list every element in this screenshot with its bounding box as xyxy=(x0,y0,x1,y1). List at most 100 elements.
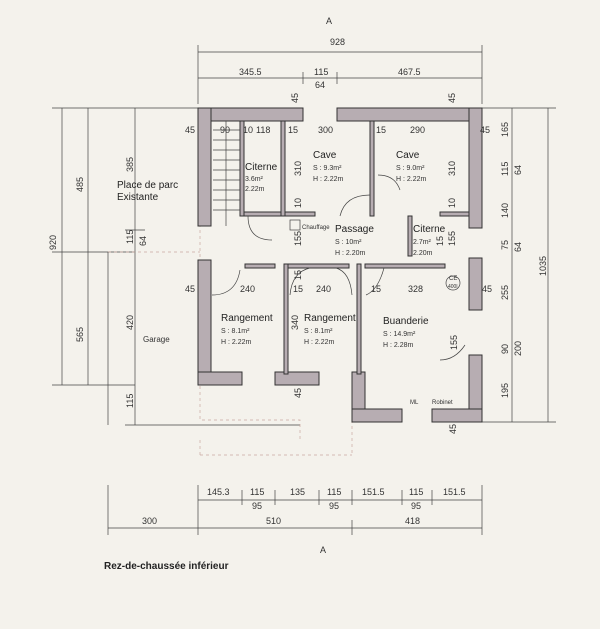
room-rangement-mid-area: S : 8.1m² xyxy=(304,328,333,335)
dim-bottom-seg-3: 135 xyxy=(290,487,305,497)
dim-row2-15b: 15 xyxy=(371,284,381,294)
garage-label: Garage xyxy=(143,335,170,344)
chauffage-label: Chauffage xyxy=(302,225,330,231)
dim-right-255: 255 xyxy=(500,285,510,300)
room-citerne-right-height: 2.20m xyxy=(413,250,433,257)
walls xyxy=(197,107,483,423)
dim-155c: 155 xyxy=(449,335,459,350)
dim-bottom-total-2: 510 xyxy=(266,516,281,526)
bottom-dimensions: 145.3 115 135 115 151.5 115 151.5 95 95 … xyxy=(107,485,483,535)
dim-left-565: 565 xyxy=(75,327,85,342)
dim-bottom-sub-2: 95 xyxy=(329,501,339,511)
dim-right-total: 1035 xyxy=(538,256,548,276)
room-buanderie-height: H : 2.28m xyxy=(383,342,414,349)
dim-right-195: 195 xyxy=(500,383,510,398)
room-citerne-right-name: Citerne xyxy=(413,224,446,235)
parc-label-line2: Existante xyxy=(117,192,159,203)
dim-row1-90: 90 xyxy=(220,125,230,135)
dim-bottom-seg-2: 115 xyxy=(250,487,264,497)
dim-155b: 155 xyxy=(447,231,457,246)
interior-dimensions: 45 90 10 118 15 300 15 290 45 45 45 45 2… xyxy=(185,93,492,434)
dim-bottom-total-1: 300 xyxy=(142,516,157,526)
room-passage-area: S : 10m² xyxy=(335,239,362,246)
plan-title: Rez-de-chaussée inférieur xyxy=(104,561,229,572)
dim-bottom-seg-6: 115 xyxy=(409,487,423,497)
dim-row2-328: 328 xyxy=(408,284,423,294)
dim-bottom-seg-5: 151.5 xyxy=(362,487,385,497)
dim-bottom-seg-4: 115 xyxy=(327,487,341,497)
dim-wall-45-left2: 45 xyxy=(185,284,195,294)
ml-label: ML xyxy=(410,400,419,406)
room-rangement-left-height: H : 2.22m xyxy=(221,339,252,346)
dim-left-485: 485 xyxy=(75,177,85,192)
dim-row2-15a: 15 xyxy=(293,284,303,294)
room-rangement-mid-name: Rangement xyxy=(304,313,356,324)
room-cave-right-height: H : 2.22m xyxy=(396,176,427,183)
north-marker-top: A xyxy=(326,16,332,26)
room-passage-name: Passage xyxy=(335,224,374,235)
dim-right-115: 115 xyxy=(500,162,510,176)
dim-wall-45-bottom: 45 xyxy=(293,388,303,398)
room-passage-height: H : 2.20m xyxy=(335,250,366,257)
dim-wall-45-right2: 45 xyxy=(482,284,492,294)
room-cave-left-name: Cave xyxy=(313,150,337,161)
dim-310b: 310 xyxy=(447,161,457,176)
dim-bottom-sub-3: 95 xyxy=(411,501,421,511)
ce-label: CE xyxy=(449,276,457,282)
dim-right-90: 90 xyxy=(500,344,510,354)
dim-row1-10: 10 xyxy=(243,125,253,135)
room-cave-right-area: S : 9.0m² xyxy=(396,165,425,172)
dim-row2-240b: 240 xyxy=(316,284,331,294)
dim-left-385: 385 xyxy=(125,157,135,172)
dim-top-total: 928 xyxy=(330,37,345,47)
dim-row1-290: 290 xyxy=(410,125,425,135)
dim-row1-118: 118 xyxy=(256,125,270,135)
dim-right-165: 165 xyxy=(500,122,510,137)
dim-left-64: 64 xyxy=(138,236,148,246)
dim-wall-45-top1: 45 xyxy=(290,93,300,103)
dim-top-seg-3: 467.5 xyxy=(398,67,421,77)
dim-10a: 10 xyxy=(293,198,303,208)
dim-10b: 10 xyxy=(447,198,457,208)
dim-top-seg-2: 115 xyxy=(314,67,328,77)
dim-left-420: 420 xyxy=(125,315,135,330)
dim-bottom-sub-1: 95 xyxy=(252,501,262,511)
left-dimensions: 920 485 565 385 115 64 420 115 xyxy=(48,107,300,426)
dim-top-seg-1: 345.5 xyxy=(239,67,262,77)
robinet-label: Robinet xyxy=(432,400,453,406)
north-marker-bottom: A xyxy=(320,545,326,555)
exterior-areas: Place de parc Existante Garage xyxy=(107,110,353,456)
dim-15b: 15 xyxy=(293,270,303,280)
dim-15a: 15 xyxy=(435,236,445,246)
dim-wall-45-left: 45 xyxy=(185,125,195,135)
room-citerne-left-height: 2.22m xyxy=(245,186,265,193)
parc-label-line1: Place de parc xyxy=(117,180,178,191)
right-dimensions: 1035 165 115 64 140 75 64 255 90 200 195 xyxy=(482,107,556,423)
dim-right-64b: 64 xyxy=(513,242,523,252)
room-cave-right-name: Cave xyxy=(396,150,420,161)
dim-right-75: 75 xyxy=(500,240,510,250)
room-cave-left-area: S : 9.3m² xyxy=(313,165,342,172)
dim-right-200: 200 xyxy=(513,341,523,356)
dim-wall-45-top2: 45 xyxy=(447,93,457,103)
dim-wall-45-bottom2: 45 xyxy=(448,424,458,434)
dim-left-115a: 115 xyxy=(125,230,135,244)
top-dimensions: 928 345.5 115 467.5 64 xyxy=(197,37,483,104)
dim-row1-15b: 15 xyxy=(376,125,386,135)
dim-right-64a: 64 xyxy=(513,165,523,175)
room-buanderie-area: S : 14.9m² xyxy=(383,331,416,338)
dim-310a: 310 xyxy=(293,161,303,176)
room-citerne-left-area: 3.6m² xyxy=(245,176,264,183)
room-rangement-left-name: Rangement xyxy=(221,313,273,324)
dim-left-115b: 115 xyxy=(125,394,135,408)
room-citerne-right-area: 2.7m² xyxy=(413,239,432,246)
dim-row2-240a: 240 xyxy=(240,284,255,294)
room-rangement-left-area: S : 8.1m² xyxy=(221,328,250,335)
dim-left-total: 920 xyxy=(48,235,58,250)
room-rangement-mid-height: H : 2.22m xyxy=(304,339,335,346)
dim-340: 340 xyxy=(290,315,300,330)
room-cave-left-height: H : 2.22m xyxy=(313,176,344,183)
room-citerne-left-name: Citerne xyxy=(245,162,278,173)
dim-row1-300: 300 xyxy=(318,125,333,135)
